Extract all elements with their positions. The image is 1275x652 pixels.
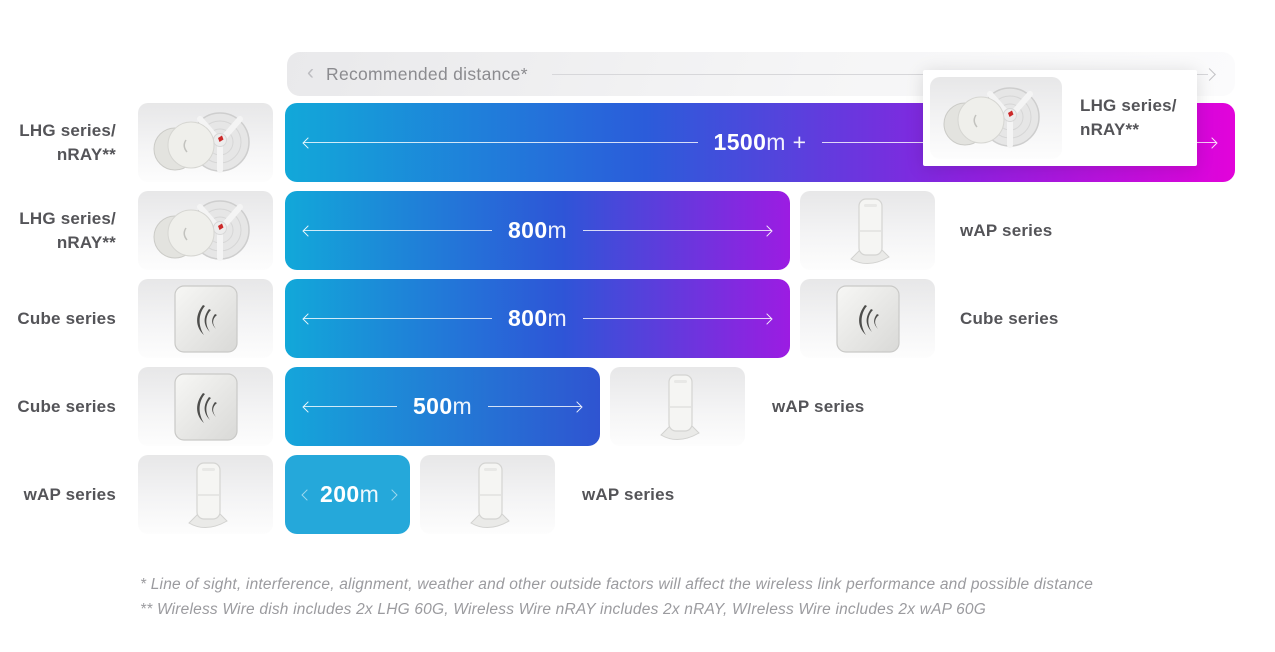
- arrow-right-icon: [551, 69, 1215, 79]
- row4-right-label: wAP series: [772, 367, 864, 446]
- arrow-left-icon: [304, 142, 698, 143]
- label-line: Cube series: [17, 396, 116, 416]
- label-line: Cube series: [17, 308, 116, 328]
- arrow-left-icon: [304, 406, 397, 407]
- arrow-right-icon: [488, 406, 582, 407]
- row2-right-label: wAP series: [960, 191, 1052, 270]
- row2-left-device-thumbnail: [138, 191, 273, 270]
- distance-value-label: 800m: [508, 217, 567, 244]
- distance-bar-200m: 200m: [285, 455, 410, 534]
- row1-right-device-card: LHG series/ nRAY**: [923, 70, 1197, 166]
- row5-right-device-thumbnail: [420, 455, 555, 534]
- label-line: nRAY**: [1080, 120, 1140, 139]
- distance-number: 500: [412, 393, 453, 419]
- distance-value-label: 500m: [413, 393, 472, 420]
- wap-device-icon: [187, 461, 228, 528]
- header-title: Recommended distance*: [326, 63, 528, 84]
- distance-value-label: 800m: [508, 305, 567, 332]
- wap-device-icon: [849, 197, 890, 264]
- footnote-line: * Line of sight, interference, alignment…: [140, 576, 1094, 593]
- arrow-left-icon: [304, 318, 492, 319]
- row3-left-label: Cube series: [0, 279, 116, 358]
- row1-left-label: LHG series/ nRAY**: [0, 103, 116, 182]
- row5-right-label: wAP series: [582, 455, 674, 534]
- cube-device-icon: [835, 284, 900, 353]
- arrow-right-icon: [583, 318, 772, 319]
- row4-right-device-thumbnail: [610, 367, 745, 446]
- label-line: LHG series/: [19, 120, 116, 140]
- arrow-left-icon: [303, 494, 312, 495]
- row1-left-device-thumbnail: [138, 103, 273, 182]
- distance-value-label: 200m: [320, 481, 379, 508]
- label-line: wAP series: [772, 396, 865, 416]
- row5-left-label: wAP series: [0, 455, 116, 534]
- row4-left-label: Cube series: [0, 367, 116, 446]
- label-line: LHG series/: [1080, 96, 1177, 116]
- distance-unit: m: [547, 217, 568, 243]
- row3-right-label: Cube series: [960, 279, 1059, 358]
- row1-right-label: LHG series/ nRAY**: [1080, 94, 1177, 142]
- row3-right-device-thumbnail: [800, 279, 935, 358]
- arrow-left-icon: [304, 230, 492, 231]
- distance-number: 800: [507, 305, 548, 331]
- row2-right-device-thumbnail: [800, 191, 935, 270]
- cube-device-icon: [173, 284, 238, 353]
- wap-device-icon: [469, 461, 510, 528]
- distance-value-label: 1500m +: [714, 129, 807, 156]
- chevron-left-icon: ‹: [307, 60, 314, 84]
- lhg-dish-icon: [153, 199, 250, 261]
- cube-device-icon: [173, 372, 238, 441]
- row1-right-device-thumbnail: [930, 77, 1062, 159]
- label-line: nRAY**: [56, 144, 116, 164]
- arrow-right-icon: [583, 230, 772, 231]
- label-line: wAP series: [582, 484, 675, 504]
- label-line: wAP series: [960, 220, 1053, 240]
- distance-bar-800m: 800m: [285, 191, 790, 270]
- arrow-right-icon: [387, 494, 396, 495]
- lhg-dish-icon: [943, 87, 1040, 148]
- distance-bar-500m: 500m: [285, 367, 600, 446]
- distance-number: 800: [507, 217, 548, 243]
- distance-unit: m: [452, 393, 473, 419]
- distance-unit: m: [359, 481, 380, 507]
- row5-left-device-thumbnail: [138, 455, 273, 534]
- row4-left-device-thumbnail: [138, 367, 273, 446]
- label-line: nRAY**: [56, 232, 116, 252]
- distance-number: 1500: [713, 129, 767, 155]
- distance-unit: m +: [766, 129, 807, 155]
- lhg-dish-icon: [153, 111, 250, 173]
- distance-number: 200: [320, 481, 360, 507]
- label-line: LHG series/: [19, 208, 116, 228]
- footnote-line: ** Wireless Wire dish includes 2x LHG 60…: [140, 600, 986, 618]
- distance-bar-800m: 800m: [285, 279, 790, 358]
- label-line: Cube series: [960, 308, 1059, 328]
- wap-device-icon: [659, 373, 700, 440]
- row2-left-label: LHG series/ nRAY**: [0, 191, 116, 270]
- row3-left-device-thumbnail: [138, 279, 273, 358]
- footnotes: * Line of sight, interference, alignment…: [140, 573, 1093, 622]
- label-line: wAP series: [23, 484, 116, 504]
- distance-unit: m: [547, 305, 568, 331]
